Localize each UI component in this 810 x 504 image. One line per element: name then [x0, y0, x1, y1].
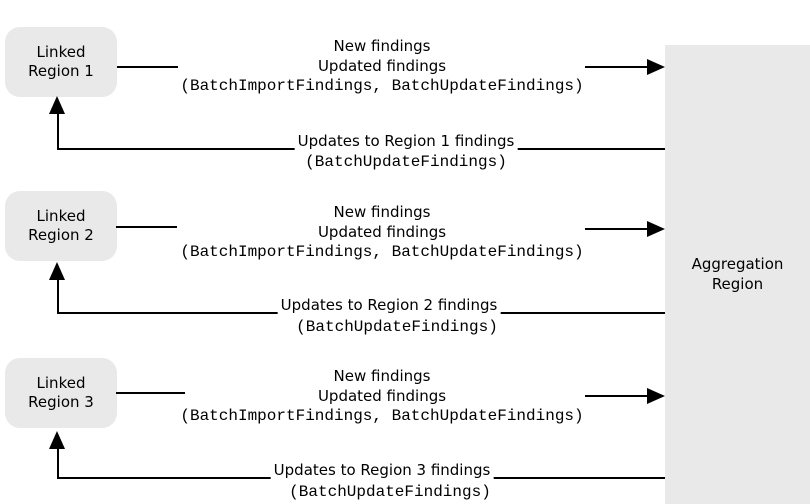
region-1-arrowhead-right-icon: [647, 59, 665, 75]
aggregation-region-label: Aggregation Region: [665, 254, 810, 294]
linked-region-1-label-line2: Region 1: [28, 62, 94, 80]
region-2-forward-api-label: (BatchImportFindings, BatchUpdateFinding…: [180, 243, 584, 261]
linked-region-2-label-line1: Linked: [36, 207, 86, 225]
linked-region-3-box: Linked Region 3: [5, 358, 117, 428]
region-2-forward-arrow-line: [585, 228, 647, 230]
aggregation-label-line1: Aggregation: [691, 255, 784, 273]
region-2-return-label: Updates to Region 2 findings: [277, 296, 501, 314]
region-1-return-label: Updates to Region 1 findings: [294, 132, 518, 150]
region-2-return-vertical-line: [57, 278, 59, 314]
linked-region-1-label-line1: Linked: [36, 43, 86, 61]
region-3-forward-api-label: (BatchImportFindings, BatchUpdateFinding…: [180, 407, 584, 425]
linked-region-2-box: Linked Region 2: [5, 191, 117, 261]
region-1-forward-label-line2: Updated findings: [317, 57, 447, 75]
region-1-arrowhead-up-icon: [49, 96, 65, 114]
region-1-forward-label-line1: New findings: [333, 37, 431, 55]
region-2-return-api-label: (BatchUpdateFindings): [296, 318, 498, 336]
linked-region-3-label-line2: Region 3: [28, 393, 94, 411]
region-1-outgoing-line: [117, 66, 178, 68]
region-3-outgoing-line: [116, 392, 185, 394]
region-1-forward-labels: New findings Updated findings (BatchImpo…: [180, 36, 583, 96]
region-2-outgoing-line: [116, 226, 177, 228]
region-1-return-vertical-line: [57, 112, 59, 150]
region-3-return-label: Updates to Region 3 findings: [270, 461, 494, 479]
region-1-forward-api-label: (BatchImportFindings, BatchUpdateFinding…: [180, 77, 584, 95]
region-3-forward-labels: New findings Updated findings (BatchImpo…: [180, 366, 583, 426]
region-1-return-api-label: (BatchUpdateFindings): [305, 153, 507, 171]
region-3-arrowhead-right-icon: [647, 388, 665, 404]
aggregation-label-line2: Region: [711, 275, 764, 293]
region-2-forward-label-line2: Updated findings: [317, 223, 447, 241]
region-2-arrowhead-right-icon: [647, 221, 665, 237]
linked-region-3-label-line1: Linked: [36, 374, 86, 392]
region-3-arrowhead-up-icon: [49, 431, 65, 449]
region-3-forward-label-line1: New findings: [333, 367, 431, 385]
region-2-forward-labels: New findings Updated findings (BatchImpo…: [180, 202, 583, 262]
region-3-forward-label-line2: Updated findings: [317, 387, 447, 405]
region-3-forward-arrow-line: [585, 395, 647, 397]
region-3-return-api-label: (BatchUpdateFindings): [289, 483, 491, 501]
region-1-forward-arrow-line: [585, 66, 647, 68]
aggregation-region-box: Aggregation Region: [665, 45, 810, 504]
region-3-return-vertical-line: [57, 447, 59, 479]
region-2-arrowhead-up-icon: [49, 262, 65, 280]
linked-region-1-box: Linked Region 1: [5, 27, 117, 97]
region-2-forward-label-line1: New findings: [333, 203, 431, 221]
linked-region-2-label-line2: Region 2: [28, 226, 94, 244]
